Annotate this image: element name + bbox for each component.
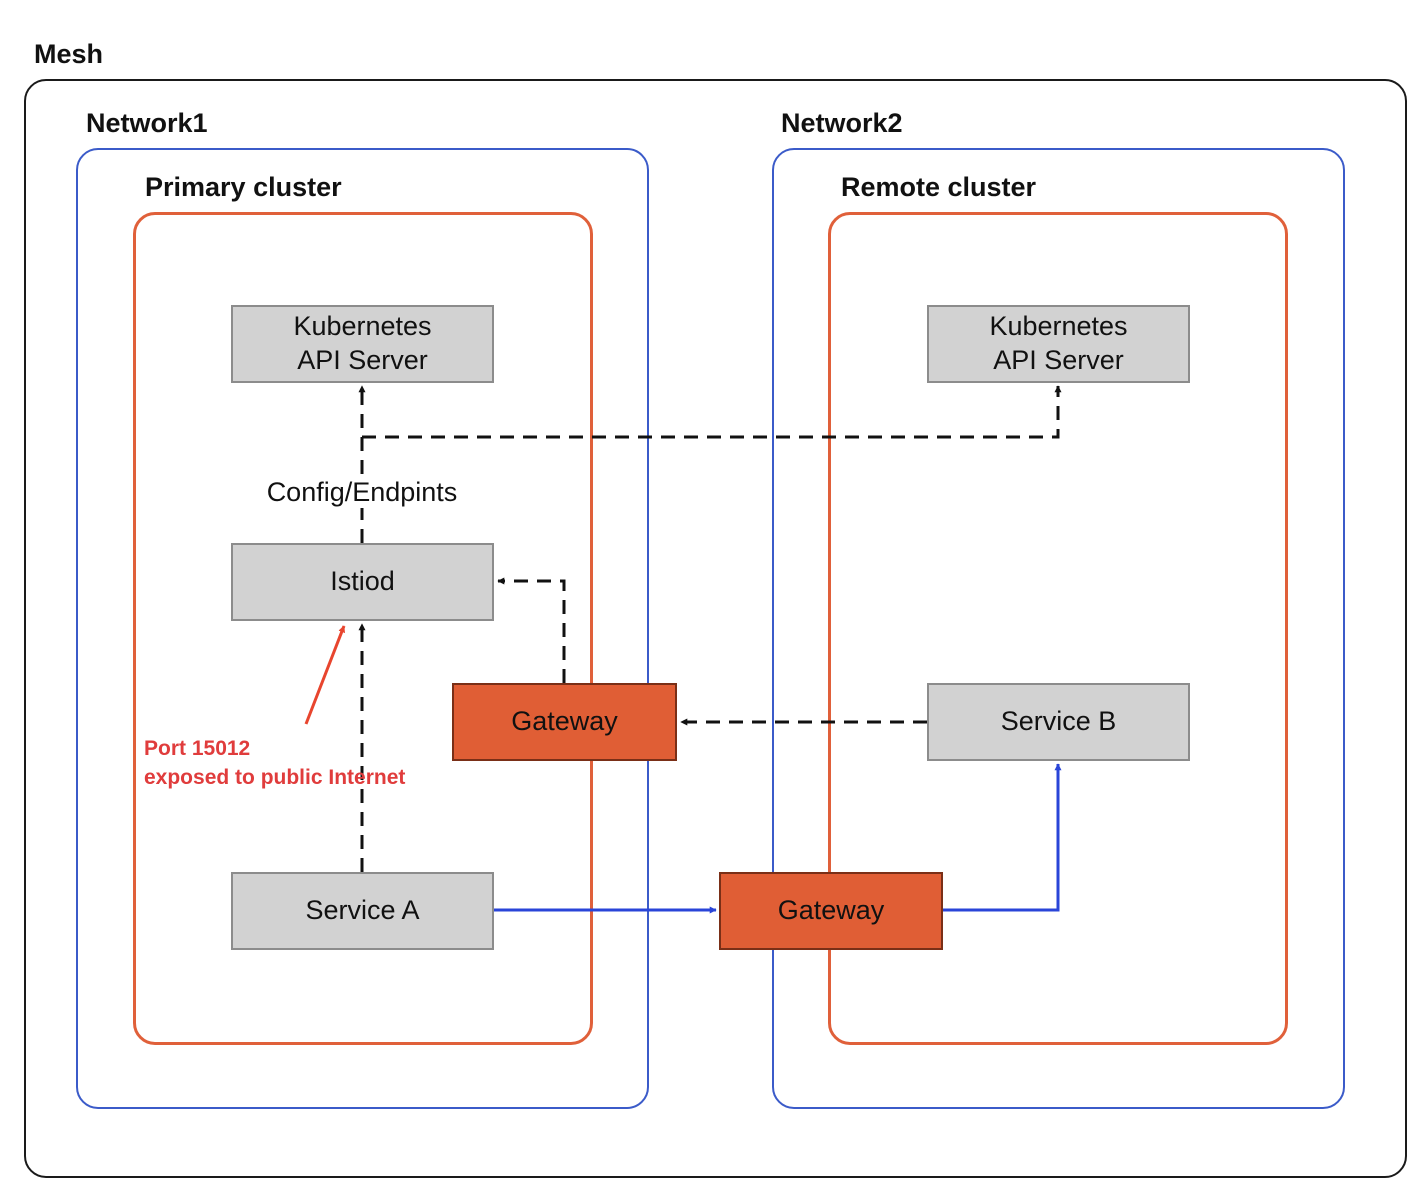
remote-gateway-label: Gateway — [777, 895, 885, 926]
istiod-label: Istiod — [330, 566, 395, 597]
service-a: Service A — [231, 872, 494, 950]
service-a-label: Service A — [305, 895, 420, 926]
primary-api-server-line2: API Server — [297, 345, 428, 375]
edge-primary-gateway-to-istiod — [497, 577, 566, 683]
remote-cluster-title: Remote cluster — [841, 172, 1037, 202]
primary-cluster-title: Primary cluster — [145, 172, 342, 202]
mesh-title: Mesh — [34, 39, 104, 69]
edge-remote-gateway-to-service-b — [943, 763, 1062, 912]
remote-kubernetes-api-server: Kubernetes API Server — [927, 305, 1190, 383]
remote-api-server-line2: API Server — [993, 345, 1124, 375]
remote-cluster-boundary — [828, 212, 1288, 1045]
service-b: Service B — [927, 683, 1190, 761]
primary-kubernetes-api-server: Kubernetes API Server — [231, 305, 494, 383]
primary-cluster-boundary — [133, 212, 593, 1045]
primary-gateway-label: Gateway — [511, 706, 618, 737]
network1-title: Network1 — [86, 108, 208, 138]
warning-line2: exposed to public Internet — [144, 766, 406, 790]
port-exposure-warning-arrow — [304, 625, 346, 725]
port-exposure-warning: Port 15012 exposed to public Internet — [144, 734, 405, 793]
network2-boundary — [772, 148, 1345, 1109]
istiod: Istiod — [231, 543, 494, 621]
primary-gateway: Gateway — [452, 683, 677, 761]
warning-line1: Port 15012 — [144, 737, 251, 760]
network1-boundary — [76, 148, 649, 1109]
service-b-label: Service B — [1000, 706, 1117, 737]
mesh-boundary — [24, 79, 1407, 1178]
remote-gateway: Gateway — [719, 872, 943, 950]
primary-api-server-line1: Kubernetes — [293, 311, 432, 342]
remote-api-server-line1: Kubernetes — [989, 311, 1128, 342]
edge-istiod-to-remote-api-server — [362, 385, 1062, 439]
network2-title: Network2 — [781, 108, 903, 138]
config-endpoints-label: Config/Endpints — [254, 476, 470, 509]
